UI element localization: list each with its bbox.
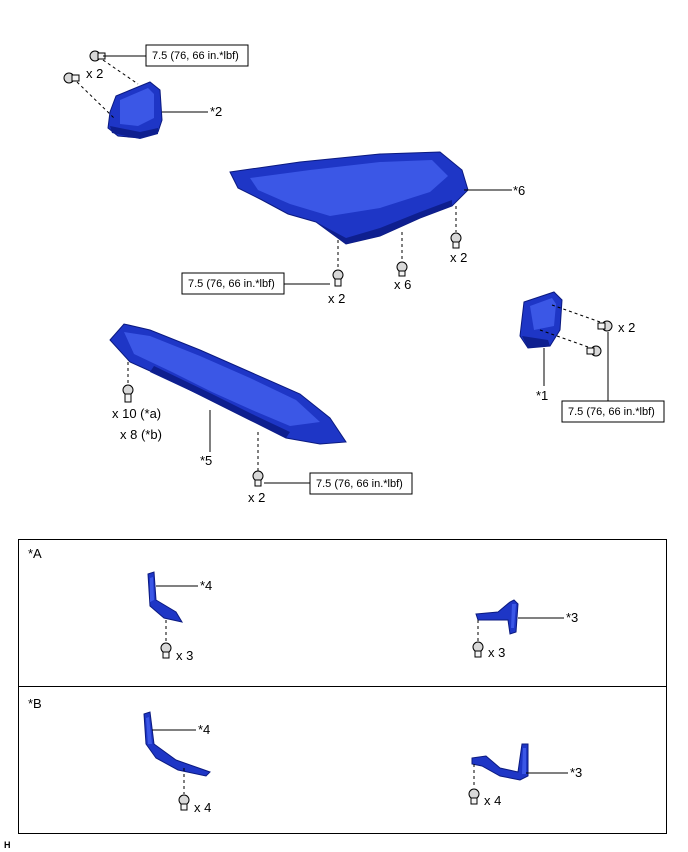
torque-box	[145, 44, 249, 67]
quantity-label: x 3	[488, 645, 505, 660]
quantity-label: x 3	[176, 648, 193, 663]
part-label-3: *3	[566, 610, 578, 625]
torque-spec: 7.5 (76, 66 in.*lbf)	[568, 406, 655, 418]
torque-box	[181, 272, 285, 295]
bolt-icon	[472, 641, 484, 658]
quantity-label: x 6	[394, 277, 411, 292]
part-6-engine-under-cover	[229, 151, 469, 245]
quantity-label: x 2	[450, 250, 467, 265]
part-3-bracket-b	[471, 743, 529, 781]
panel-label-a: *A	[28, 546, 42, 561]
part-4-bracket-b	[143, 711, 211, 777]
quantity-label: x 2	[86, 66, 103, 81]
part-label-6: *6	[513, 183, 525, 198]
quantity-label: x 2	[248, 490, 265, 505]
part-label-1: *1	[536, 388, 548, 403]
bolt-icon	[468, 788, 480, 805]
part-label-5: *5	[200, 453, 212, 468]
part-label-2: *2	[210, 104, 222, 119]
bolt-icon	[63, 72, 80, 84]
quantity-label: x 10 (*a)	[112, 406, 161, 421]
part-label-3: *3	[570, 765, 582, 780]
bolt-icon	[252, 470, 264, 487]
quantity-label: x 2	[328, 291, 345, 306]
quantity-label: x 4	[484, 793, 501, 808]
bolt-icon	[332, 269, 344, 287]
bolt-icon	[178, 794, 190, 811]
bolt-icon	[450, 232, 462, 249]
quantity-label: x 2	[618, 320, 635, 335]
bolt-icon	[89, 50, 106, 62]
torque-box	[561, 400, 665, 423]
torque-spec: 7.5 (76, 66 in.*lbf)	[316, 478, 403, 490]
bolt-icon	[597, 320, 613, 332]
part-label-4: *4	[198, 722, 210, 737]
quantity-label: x 8 (*b)	[120, 427, 162, 442]
part-5-under-cover	[109, 323, 347, 445]
part-4-bracket-a	[147, 571, 184, 623]
part-label-4: *4	[200, 578, 212, 593]
bolt-icon	[396, 261, 408, 277]
torque-spec: 7.5 (76, 66 in.*lbf)	[188, 278, 275, 290]
part-3-bracket-a	[475, 599, 519, 635]
quantity-label: x 4	[194, 800, 211, 815]
part-2-shield	[107, 81, 163, 139]
torque-box	[309, 472, 413, 495]
part-1-cover	[519, 291, 563, 349]
bolt-icon	[586, 345, 602, 357]
bolt-icon	[122, 384, 134, 403]
panel-label-b: *B	[28, 696, 42, 711]
torque-spec: 7.5 (76, 66 in.*lbf)	[152, 50, 239, 62]
bolt-icon	[160, 642, 172, 659]
figure-code: H	[4, 840, 11, 850]
